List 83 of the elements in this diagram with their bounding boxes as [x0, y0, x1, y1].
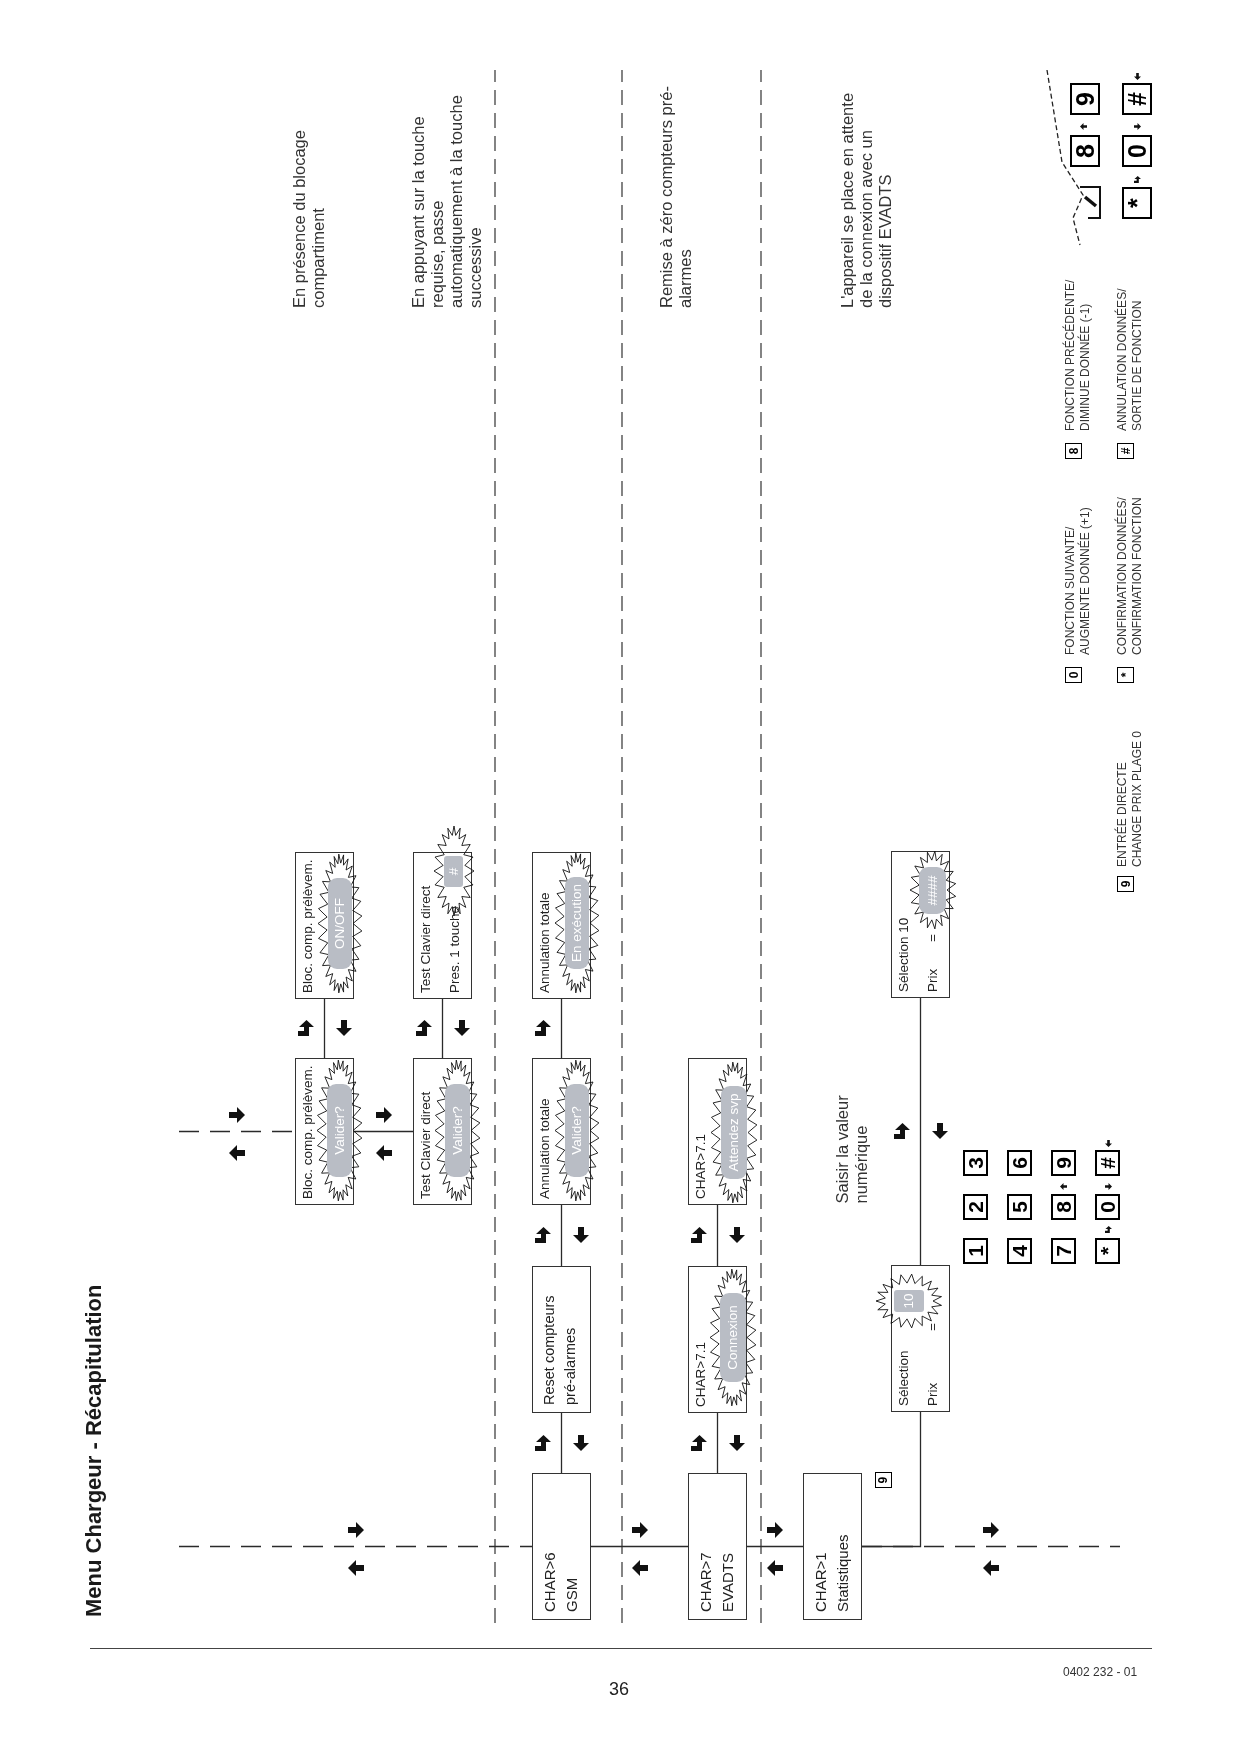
connector-line [861, 1411, 922, 1548]
key-cap: 4 [1007, 1238, 1032, 1264]
key-cap: 6 [1007, 1150, 1032, 1176]
blinking-value: ON/OFF [328, 878, 352, 969]
key-cap: 2 [963, 1194, 988, 1220]
legend-text: FONCTION PRÉCÉDENTE/ DIMINUE DONNÉE (-1) [1063, 278, 1093, 431]
display-text: Bloc. comp. prélèvem. [300, 1065, 316, 1199]
display-text: Pres. 1 touche [447, 905, 463, 993]
key-cap: 8 [1065, 443, 1082, 459]
key-cap: 0 [1065, 667, 1082, 683]
display-text: = [925, 934, 941, 942]
dashed-connector-line [178, 1545, 533, 1548]
connector-line [323, 998, 326, 1059]
key-cap: 0 [1122, 135, 1152, 167]
note-text: L'appareil se place en attente de la connexion avec un dispositif EVADTS [838, 91, 895, 308]
key-cap: 8 [1070, 135, 1100, 167]
document-number: 0402 232 - 01 [1063, 1666, 1138, 1678]
display-text: CHAR>6 [540, 1552, 559, 1612]
legend-text: ENTRÉE DIRECTE CHANGE PRIX PLAGE 0 [1115, 729, 1145, 867]
display-text: = [925, 1323, 941, 1331]
key-cap: 3 [963, 1150, 988, 1176]
display-text: GSM [562, 1577, 581, 1612]
connector-line [590, 1545, 689, 1548]
legend-text: CONFIRMATION DONNÉES/ CONFIRMATION FONCTION [1115, 496, 1145, 655]
display-box [532, 1473, 591, 1620]
display-text: Prix [925, 968, 941, 992]
key-cap: 0 [1095, 1194, 1120, 1220]
edge-label: Saisir la valeur numérique [832, 1094, 871, 1204]
display-text: CHAR>1 [811, 1552, 830, 1612]
key-cap: * [1117, 667, 1134, 683]
page-title: Menu Chargeur - Récapitulation [81, 1284, 107, 1617]
blinking-value: Valider? [327, 1084, 352, 1177]
key-cap: 5 [1007, 1194, 1032, 1220]
blinking-value: Valider? [565, 1084, 589, 1177]
display-box [688, 1473, 747, 1620]
key-cap: 9 [1051, 1150, 1076, 1176]
connector-line [560, 1204, 563, 1267]
display-text: Annulation totale [537, 1098, 553, 1199]
connector-line [716, 1204, 719, 1267]
connector-line [441, 998, 444, 1059]
display-text: Sélection [896, 1350, 912, 1406]
display-text: EVADTS [718, 1553, 737, 1612]
connector-line [560, 1412, 563, 1474]
note-text: Remise à zéro compteurs pré-alarmes [657, 85, 695, 308]
blinking-value: Valider? [445, 1084, 470, 1177]
blinking-value: #### [919, 867, 946, 914]
connector-line [716, 1412, 719, 1474]
display-text: CHAR>7.1 [693, 1342, 709, 1407]
display-box [803, 1473, 862, 1620]
key-cap: * [1095, 1238, 1120, 1264]
legend-text: ANNULATION DONNÉES/ SORTIE DE FONCTION [1115, 287, 1145, 431]
page-number: 36 [609, 1680, 630, 1698]
blinking-value: Attendez svp [721, 1086, 747, 1179]
key-cap: # [1122, 83, 1152, 115]
key-cap: 9 [874, 1472, 892, 1489]
display-text: Sélection 10 [896, 917, 912, 992]
note-text: En présence du blocage compartiment [290, 129, 328, 308]
connector-line [560, 998, 563, 1059]
display-text: Annulation totale [537, 892, 553, 993]
display-text: Test Clavier direct [418, 885, 434, 993]
key-cap: 8 [1051, 1194, 1076, 1220]
key-cap: * [1122, 187, 1152, 219]
display-text: CHAR>7.1 [693, 1134, 709, 1199]
blinking-value: 10 [894, 1290, 924, 1312]
display-text: Statistiques [833, 1534, 852, 1612]
note-text: En appuyant sur la touche requise, passe automatiquement à la touche successive [409, 94, 485, 308]
key-cap: 9 [1070, 83, 1100, 115]
display-text: Bloc. comp. prélèvem. [300, 859, 316, 993]
display-text: Reset compteurs pré-alarmes [540, 1294, 579, 1405]
display-text: CHAR>7 [696, 1552, 715, 1612]
display-box [532, 1266, 591, 1413]
display-text: Test Clavier direct [418, 1091, 434, 1199]
key-cap: 9 [1117, 876, 1134, 892]
legend-text: FONCTION SUIVANTE/ AUGMENTE DONNÉE (+1) [1063, 506, 1093, 655]
blinking-value: # [444, 856, 463, 887]
key-cap: 7 [1051, 1238, 1076, 1264]
connector-line [919, 997, 922, 1266]
blinking-value: Connexion [720, 1293, 746, 1382]
display-text: Prix [925, 1382, 941, 1406]
key-cap: # [1117, 443, 1134, 459]
blinking-value: En exécution [565, 877, 589, 969]
key-cap: 1 [963, 1238, 988, 1264]
key-cap: # [1095, 1150, 1120, 1176]
